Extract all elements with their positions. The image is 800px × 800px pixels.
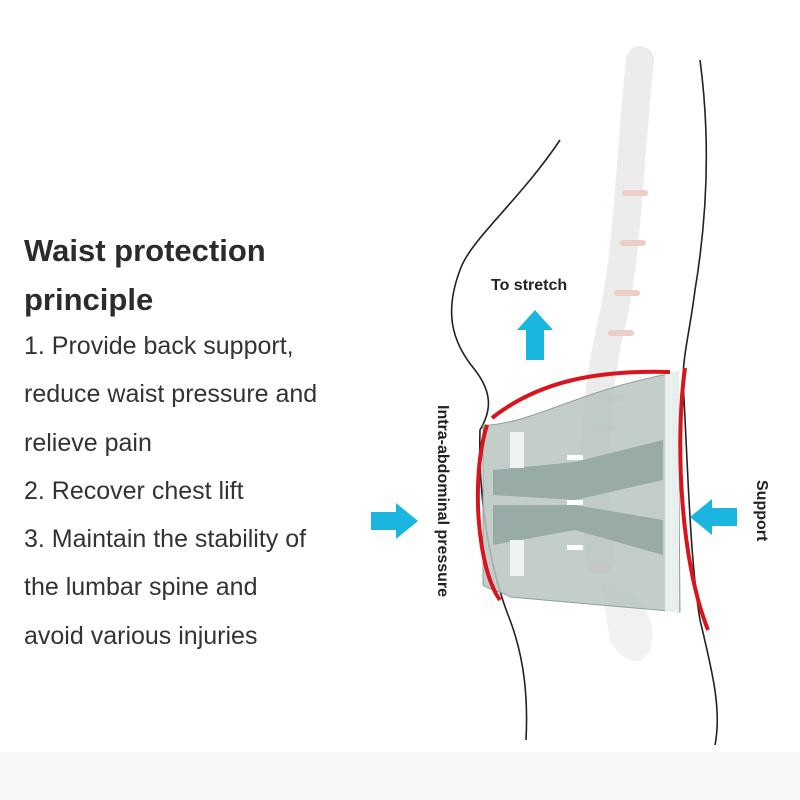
arrow-up-icon (517, 310, 553, 360)
list-line: reduce waist pressure and (24, 380, 318, 409)
arrow-left-icon (690, 499, 737, 535)
body-outline-back (682, 59, 719, 746)
list-line: 2. Recover chest lift (24, 476, 244, 505)
list-line: the lumbar spine and (24, 573, 258, 602)
title-line-2: principle (24, 282, 154, 317)
footer-band (0, 752, 800, 800)
red-pressure-line-back (678, 367, 710, 631)
label-support: Support (753, 480, 770, 542)
list-line: relieve pain (24, 428, 152, 457)
list-line: 1. Provide back support, (24, 332, 294, 360)
list-line: avoid various injuries (24, 621, 258, 650)
principle-list: 1. Provide back support, reduce waist pr… (24, 322, 317, 660)
red-pressure-line-front (475, 424, 502, 602)
label-to-stretch: To stretch (491, 277, 568, 294)
brace-icon (482, 371, 681, 613)
body-outline-front (450, 139, 561, 741)
page-title: Waist protection principle (24, 226, 266, 324)
list-line: 3. Maintain the stability of (24, 525, 307, 554)
title-line-1: Waist protection (24, 233, 266, 268)
arrow-right-icon (371, 503, 418, 539)
label-intra-abdominal-pressure: Intra-abdominal pressure (434, 405, 451, 598)
red-pressure-line-top (490, 369, 671, 420)
